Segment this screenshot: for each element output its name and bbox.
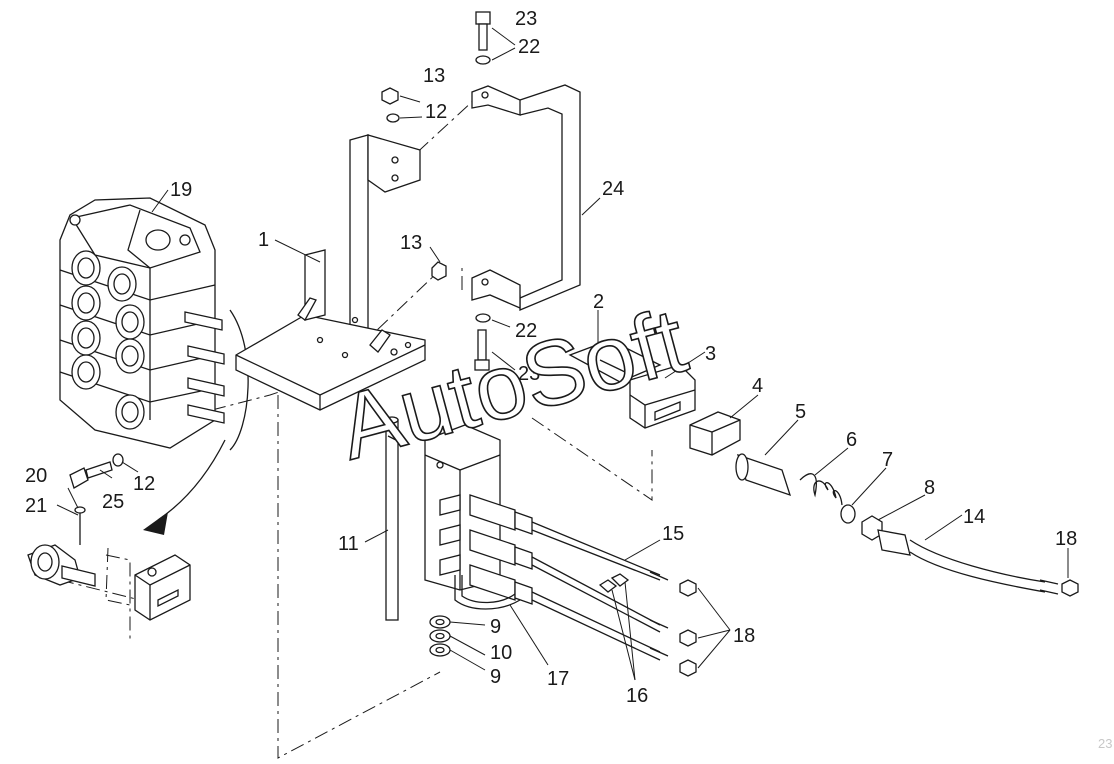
callout-7: 7	[882, 449, 893, 471]
port-right-1	[107, 266, 137, 302]
port-right-2	[115, 304, 145, 340]
block-4	[689, 411, 741, 456]
callout-24: 24	[602, 178, 624, 200]
callout-16: 16	[626, 685, 648, 707]
port-right-4	[115, 394, 145, 430]
lever-bracket	[568, 339, 696, 429]
port-left-1	[71, 250, 101, 286]
callout-6: 6	[846, 429, 857, 451]
detail-bracket	[134, 554, 191, 621]
bolt-25	[69, 453, 124, 489]
port-left-4	[71, 354, 101, 390]
port-left-2	[71, 285, 101, 321]
callout-9-bottom: 9	[490, 666, 501, 688]
callout-18-bottom: 18	[733, 625, 755, 647]
callout-22-mid: 22	[515, 320, 537, 342]
mounting-plate	[235, 134, 426, 411]
callout-11: 11	[338, 533, 359, 555]
washers-9-10	[429, 615, 451, 657]
spool-ends	[184, 311, 225, 424]
sleeve-5	[735, 453, 792, 497]
page-number: 23	[1098, 736, 1112, 751]
washer-22-top	[475, 55, 491, 65]
washer-7	[840, 504, 856, 524]
callout-numbers: 1 2 3 4 5 6 7 8 9 10 9 11 12 12 13 13 14…	[25, 8, 1077, 707]
callout-25: 25	[102, 491, 124, 513]
cable-14	[877, 529, 1059, 595]
callout-15: 15	[662, 523, 684, 545]
port-right-3	[115, 338, 145, 374]
washer-12-top	[386, 113, 400, 123]
callout-8: 8	[924, 477, 935, 499]
bolt-23-top	[475, 11, 491, 51]
callout-5: 5	[795, 401, 806, 423]
nut-13-top	[381, 87, 399, 105]
callout-13-top: 13	[423, 65, 445, 87]
callout-14: 14	[963, 506, 985, 528]
callout-22-top: 22	[518, 36, 540, 58]
callout-23-mid: 23	[518, 363, 540, 385]
callout-23-top: 23	[515, 8, 537, 30]
callout-18-right: 18	[1055, 528, 1077, 550]
callout-2: 2	[593, 291, 604, 313]
callout-10: 10	[490, 642, 512, 664]
callout-3: 3	[705, 343, 716, 365]
bolt-23-mid	[474, 329, 490, 371]
callout-20: 20	[25, 465, 47, 487]
callout-12-top: 12	[425, 101, 447, 123]
cable-assemblies	[454, 494, 669, 661]
control-valve-block	[59, 197, 249, 535]
rod-11	[385, 416, 399, 621]
rod-bracket-24	[471, 84, 581, 311]
spring-6	[799, 473, 843, 506]
autosoft-watermark: AutoSoft	[329, 289, 696, 479]
callout-19: 19	[170, 179, 192, 201]
callout-12-left: 12	[133, 473, 155, 495]
washer-22-mid	[475, 313, 491, 323]
detail-spool-end	[27, 506, 96, 587]
view-arrow-icon	[143, 512, 168, 535]
cable-end-nuts-18	[679, 579, 1079, 677]
callout-9-top: 9	[490, 616, 501, 638]
callout-13-mid: 13	[400, 232, 422, 254]
callout-21: 21	[25, 495, 47, 517]
callout-1: 1	[258, 229, 269, 251]
port-left-3	[71, 320, 101, 356]
callout-4: 4	[752, 375, 763, 397]
callout-17: 17	[547, 668, 569, 690]
leader-lines	[56, 27, 1069, 681]
nut-13-mid	[431, 261, 447, 281]
